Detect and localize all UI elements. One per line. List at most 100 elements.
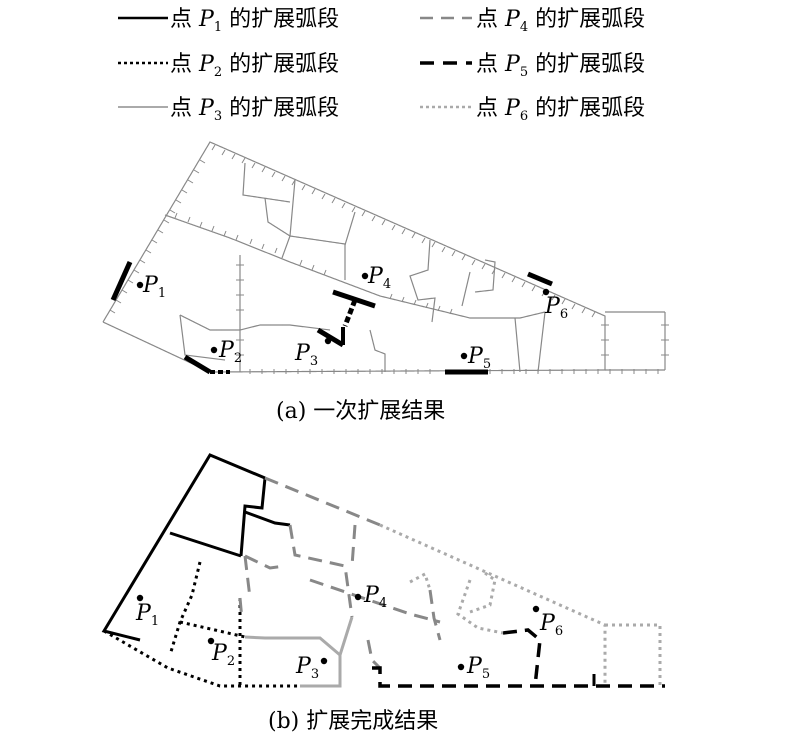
region-p1 [101, 453, 291, 642]
point-label-p3: P3 [294, 341, 318, 369]
expansion-segment-p3 [316, 327, 345, 348]
edge-p6 [469, 571, 497, 614]
edge-p6 [456, 579, 504, 635]
point-dot [207, 637, 215, 645]
edge-p6 [605, 623, 662, 686]
expansion-segment-p4 [332, 289, 376, 309]
network-edge [605, 311, 666, 371]
expansion-segment-p4b [342, 299, 358, 327]
edge-p6 [409, 571, 432, 591]
point-label-p1: P1 [142, 273, 166, 301]
point-label-p3: P3 [295, 654, 319, 682]
network-edge [264, 197, 291, 259]
network-edge [344, 211, 356, 246]
panel-a: P1 P2 P3 P4 P5 P6 (a) 一次扩展结果 [102, 141, 669, 424]
edge-p4 [309, 578, 441, 624]
edge-p4 [350, 524, 357, 567]
point-label-p2: P2 [211, 641, 235, 669]
edge-p2 [168, 561, 202, 656]
point-label-p2: P2 [218, 338, 242, 366]
legend-label-p3: 点 P3 的扩展弧段 [170, 96, 339, 124]
network-edge [514, 317, 521, 373]
panel-b-points: P1 P2 P3 P4 P5 P6 [135, 583, 563, 682]
network-edge [409, 239, 436, 323]
point-label-p5: P5 [467, 344, 491, 372]
edge-p1 [169, 531, 242, 558]
network-ticks [249, 369, 659, 374]
expansion-segment-p2 [183, 354, 212, 375]
point-dot [460, 352, 468, 360]
point-dot [210, 346, 218, 354]
panel-b: P1 P2 P3 P4 P5 P6 (b) 扩展完成结果 [101, 453, 665, 734]
edge-p6 [379, 523, 607, 686]
edge-p1 [244, 510, 291, 527]
point-dot [361, 272, 369, 280]
edge-p5 [502, 628, 542, 687]
point-label-p5: P5 [466, 654, 490, 682]
expansion-segment-p1 [110, 260, 133, 302]
panel-a-points: P1 P2 P3 P4 P5 P6 [136, 264, 568, 372]
legend-item-p3: 点 P3 的扩展弧段 [118, 96, 339, 124]
legend-item-p5: 点 P5 的扩展弧段 [420, 52, 645, 80]
panel-b-caption: (b) 扩展完成结果 [268, 709, 438, 734]
network-edge [461, 271, 471, 307]
region-p6 [379, 523, 662, 686]
legend-label-p1: 点 P1 的扩展弧段 [170, 7, 339, 35]
edge-p2 [179, 620, 246, 639]
network-edge [164, 214, 546, 319]
point-label-p6: P6 [544, 294, 568, 322]
legend-label-p5: 点 P5 的扩展弧段 [476, 52, 645, 80]
network-ticks [109, 159, 206, 314]
network-ticks [236, 264, 669, 356]
region-p5 [372, 628, 665, 688]
legend-label-p2: 点 P2 的扩展弧段 [170, 52, 339, 80]
region-p4 [238, 476, 442, 670]
edge-p1 [101, 453, 266, 642]
point-dot [354, 593, 362, 601]
network-ticks [211, 144, 596, 318]
network-edge [179, 314, 226, 361]
point-dot [542, 288, 550, 296]
edge-p4 [243, 555, 252, 599]
region-p2 [103, 561, 300, 688]
edge-p2 [103, 629, 300, 688]
network-edge [474, 259, 496, 293]
edge-p4 [366, 639, 382, 670]
point-dot [324, 337, 332, 345]
region-p3 [244, 616, 354, 688]
expansion-segment-p6 [527, 271, 553, 287]
edge-p3 [300, 616, 354, 688]
edge-p4 [244, 554, 286, 570]
network-ticks [174, 212, 453, 315]
legend-item-p2: 点 P2 的扩展弧段 [118, 52, 339, 80]
network-edge [179, 314, 331, 331]
edge-p4 [288, 524, 354, 618]
edge-p5 [372, 666, 665, 688]
legend-label-p6: 点 P6 的扩展弧段 [476, 96, 645, 124]
point-label-p6: P6 [539, 611, 563, 639]
edge-p1 [239, 477, 267, 557]
point-dot [320, 657, 328, 665]
panel-a-network [102, 141, 666, 373]
edge-p4 [428, 589, 442, 641]
point-dot [457, 663, 465, 671]
edge-p4 [238, 597, 244, 621]
point-label-p1: P1 [135, 601, 159, 629]
network-edge [102, 141, 606, 373]
network-edge [537, 311, 546, 373]
legend-item-p1: 点 P1 的扩展弧段 [118, 7, 339, 35]
edge-p3 [244, 635, 341, 657]
panel-a-expansion [110, 260, 553, 375]
edge-p4 [264, 476, 381, 527]
legend-item-p6: 点 P6 的扩展弧段 [420, 96, 645, 124]
point-dot [136, 594, 144, 602]
point-dot [136, 281, 144, 289]
network-edge [369, 329, 386, 372]
legend-item-p4: 点 P4 的扩展弧段 [420, 7, 645, 35]
network-edge [289, 179, 346, 280]
panel-a-caption: (a) 一次扩展结果 [276, 399, 445, 424]
point-dot [532, 605, 540, 613]
point-label-p4: P4 [367, 264, 391, 292]
legend: 点 P1 的扩展弧段 点 P2 的扩展弧段 点 P3 的扩展弧段 点 P4 的扩… [118, 7, 645, 124]
